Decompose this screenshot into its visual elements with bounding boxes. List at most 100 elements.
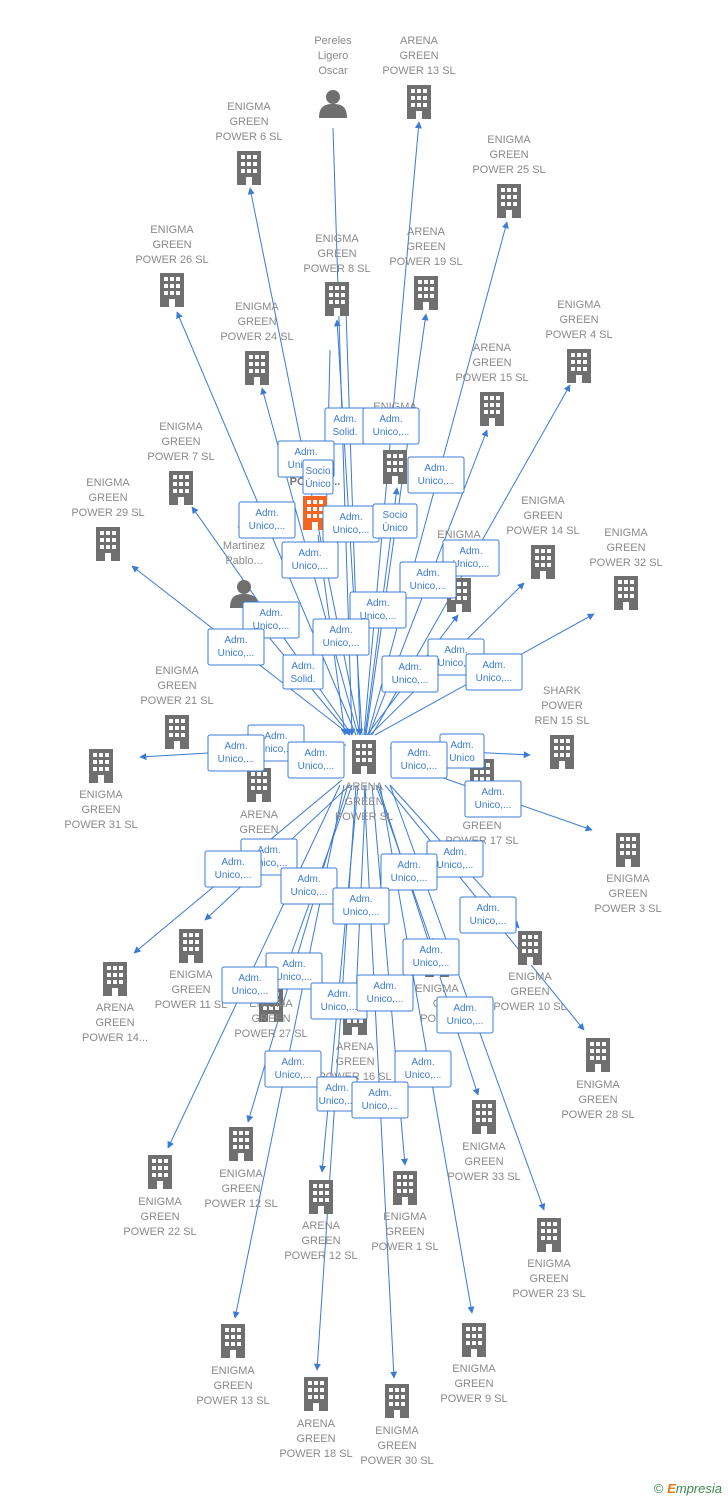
node-label-line: ARENA: [336, 1041, 375, 1053]
edge-label[interactable]: Adm.Unico,...: [436, 996, 494, 1034]
node-label-line: ENIGMA: [86, 477, 130, 489]
node-label-line: ENIGMA: [383, 1211, 427, 1223]
building-icon: [325, 282, 349, 316]
edge-label[interactable]: Adm.Unico,...: [465, 653, 523, 691]
edge-label-text: Adm.: [411, 1057, 434, 1068]
edge-label[interactable]: Adm.Unico,...: [238, 501, 296, 539]
edge-label[interactable]: Adm.Unico,...: [442, 539, 500, 577]
edge-label[interactable]: Adm.Unico,...: [322, 505, 380, 543]
building-icon: [165, 715, 189, 749]
edge-label[interactable]: Adm.Unico,...: [204, 850, 262, 888]
edge-label[interactable]: Adm.Unico,...: [407, 456, 465, 494]
node-label-line: GREEN: [317, 248, 356, 260]
node-label-line: ARENA: [345, 781, 384, 793]
edge-label[interactable]: Adm.Unico,...: [362, 407, 420, 445]
node-label-line: ENIGMA: [169, 969, 213, 981]
edge-label[interactable]: Adm.Solid.: [324, 407, 366, 445]
edge-label[interactable]: Adm.Unico,...: [390, 741, 448, 779]
edge-label[interactable]: Adm.Unico,...: [287, 741, 345, 779]
edge-label[interactable]: Adm.Unico,...: [459, 896, 517, 934]
edge-label-text: Adm.: [333, 414, 356, 425]
building-icon: [518, 931, 542, 965]
node-label-line: ENIGMA: [452, 1363, 496, 1375]
node-label-line: POWER 22 SL: [123, 1226, 196, 1238]
company-node[interactable]: ENIGMA: [437, 529, 481, 612]
edge-label[interactable]: Adm.Unico,...: [281, 541, 339, 579]
node-label-line: POWER 18 SL: [279, 1448, 352, 1460]
edge-label[interactable]: Adm.Unico,...: [280, 867, 338, 905]
edge-label[interactable]: Adm.Unico,...: [264, 1050, 322, 1088]
edge-label[interactable]: Adm.Unico,...: [207, 734, 265, 772]
edge-label[interactable]: Adm.Unico,...: [394, 1050, 452, 1088]
edge-label[interactable]: Adm.Unico,...: [351, 1081, 409, 1119]
edge-label[interactable]: Adm.Unico,...: [399, 561, 457, 599]
node-label-line: REN 15 SL: [534, 715, 589, 727]
edge-label[interactable]: Adm.Unico,...: [356, 974, 414, 1012]
edge-label-box: [362, 407, 420, 445]
edge-label[interactable]: Adm.Unico,...: [221, 966, 279, 1004]
edge-label-text: Socio: [305, 466, 330, 477]
node-label-line: GREEN: [335, 1056, 374, 1068]
edge-label-text: Unico,...: [392, 675, 429, 686]
edge-label[interactable]: Adm.Unico,...: [332, 887, 390, 925]
edge-labels-layer: Adm.Solid.Adm.Unico,...Adm.Unico,...Adm.…: [204, 407, 523, 1119]
node-label-line: ARENA: [407, 226, 446, 238]
edge-label[interactable]: Adm.Solid.: [282, 654, 324, 690]
edge-label[interactable]: Adm.Unico,...: [381, 655, 439, 693]
edge-label[interactable]: Adm.Unico,...: [316, 1076, 358, 1112]
edge-label-text: Unico,...: [276, 972, 313, 983]
edge-label[interactable]: Adm.Unico,...: [402, 938, 460, 976]
edge-label[interactable]: Adm.Unico,...: [380, 853, 438, 891]
node-label-line: Martinez: [223, 540, 265, 552]
building-icon: [96, 527, 120, 561]
edge-label-text: Adm.: [407, 748, 430, 759]
building-icon: [352, 740, 376, 774]
node-label-line: POWER 12 SL: [284, 1250, 357, 1262]
edge-label[interactable]: Adm.Unico,...: [207, 628, 265, 666]
edge-label-text: Adm.: [443, 847, 466, 858]
edge-label[interactable]: Adm.Unico: [439, 733, 485, 769]
edge-label-box: [281, 541, 339, 579]
edge-label[interactable]: Adm.Unico,...: [312, 618, 370, 656]
edge-label-text: Adm.: [238, 973, 261, 984]
edge-label-text: Adm.: [325, 1083, 348, 1094]
edge-label-box: [407, 456, 465, 494]
edge-label[interactable]: Adm.Unico,...: [464, 780, 522, 818]
